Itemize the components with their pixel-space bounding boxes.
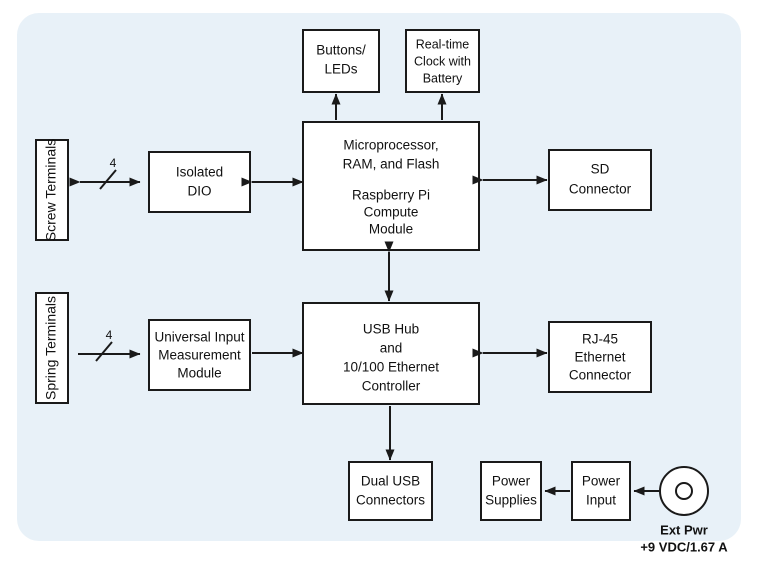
block-screw-terminals: Screw Terminals	[35, 139, 69, 241]
sd-connector-label-line1: SD	[591, 162, 610, 177]
connection-spring-to-uim: 4	[78, 328, 141, 362]
uim-label-line2: Measurement	[158, 348, 241, 363]
microprocessor-label-line5: Module	[369, 222, 413, 237]
buttons-leds-label-line1: Buttons/	[316, 43, 366, 58]
dual-usb-label-line2: Connectors	[356, 493, 425, 508]
connection-screw-to-dio: 4	[69, 156, 141, 190]
uim-label-line1: Universal Input	[154, 330, 244, 345]
usb-hub-label-line3: 10/100 Ethernet	[343, 360, 439, 375]
block-external-power-jack: Ext Pwr +9 VDC/1.67 A	[640, 466, 728, 554]
barrel-jack-pin-icon	[675, 482, 693, 500]
isolated-dio-label-line2: DIO	[187, 184, 211, 199]
block-universal-input-measurement-module: Universal Input Measurement Module	[148, 319, 251, 391]
block-microprocessor: Microprocessor, RAM, and Flash Raspberry…	[302, 121, 480, 251]
block-buttons-leds: Buttons/ LEDs	[302, 29, 380, 93]
microprocessor-label-line3: Raspberry Pi	[352, 188, 430, 203]
rj45-label-line3: Connector	[569, 368, 632, 383]
buttons-leds-label-line2: LEDs	[324, 62, 357, 77]
isolated-dio-label-line1: Isolated	[176, 165, 223, 180]
rtc-label-line1: Real-time	[416, 37, 470, 51]
usb-hub-label-line2: and	[380, 341, 403, 356]
ext-power-label-line1: Ext Pwr	[660, 522, 708, 537]
block-dual-usb-connectors: Dual USB Connectors	[348, 461, 433, 521]
rj45-label-line2: Ethernet	[574, 350, 625, 365]
uim-label-line3: Module	[177, 366, 221, 381]
microprocessor-label-line1: Microprocessor,	[343, 138, 438, 153]
usb-hub-label-line4: Controller	[362, 379, 421, 394]
microprocessor-label-line4: Compute	[364, 205, 419, 220]
microprocessor-label-line2: RAM, and Flash	[343, 157, 440, 172]
block-isolated-dio: Isolated DIO	[148, 151, 251, 213]
power-supplies-label-line1: Power	[492, 474, 531, 489]
usb-hub-label-line1: USB Hub	[363, 322, 419, 337]
block-rj45-ethernet-connector: RJ-45 Ethernet Connector	[548, 321, 652, 393]
sd-connector-label-line2: Connector	[569, 182, 632, 197]
block-power-input: Power Input	[571, 461, 631, 521]
block-usb-hub-ethernet-controller: USB Hub and 10/100 Ethernet Controller	[302, 302, 480, 405]
screw-bus-width-label: 4	[110, 156, 117, 170]
dual-usb-label-line1: Dual USB	[361, 474, 420, 489]
power-input-label-line1: Power	[582, 474, 621, 489]
block-real-time-clock: Real-time Clock with Battery	[405, 29, 480, 93]
power-input-label-line2: Input	[586, 493, 616, 508]
spring-bus-width-label: 4	[106, 328, 113, 342]
rj45-label-line1: RJ-45	[582, 332, 618, 347]
rtc-label-line3: Battery	[423, 71, 463, 85]
block-sd-connector: SD Connector	[548, 149, 652, 211]
rtc-label-line2: Clock with	[414, 54, 471, 68]
block-power-supplies: Power Supplies	[480, 461, 542, 521]
block-spring-terminals: Spring Terminals	[35, 292, 69, 404]
ext-power-label-line2: +9 VDC/1.67 A	[640, 539, 728, 554]
spring-terminals-label: Spring Terminals	[43, 296, 59, 400]
figure-background	[17, 13, 741, 541]
power-supplies-label-line2: Supplies	[485, 493, 537, 508]
screw-terminals-label: Screw Terminals	[43, 139, 59, 241]
